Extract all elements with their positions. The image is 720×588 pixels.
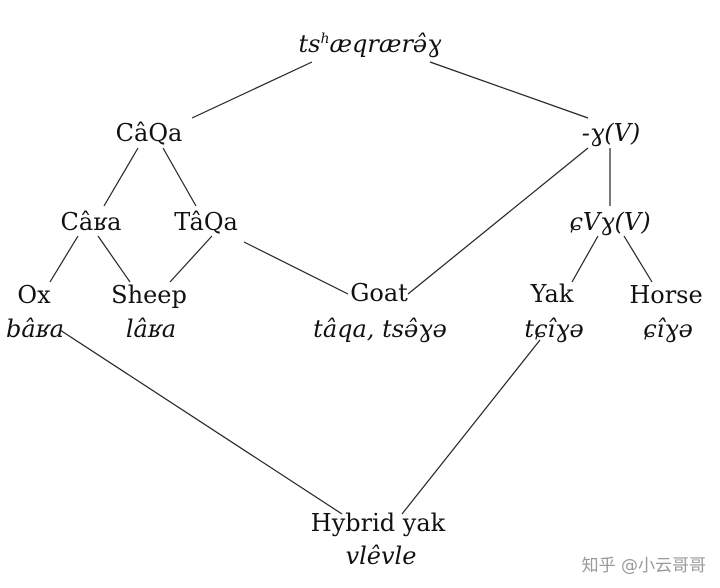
node-horse-form: ɕîɣə: [643, 315, 693, 343]
node-horse-label: Horse: [629, 281, 703, 309]
node-yak-label: Yak: [530, 280, 574, 308]
node-cvgv: ɕVɣ(V): [569, 208, 651, 236]
node-hybrid-label: Hybrid yak: [310, 509, 446, 537]
node-taqa: TâQa: [174, 208, 238, 236]
edge-root-gv: [429, 61, 589, 119]
node-root: tshæqrærə̂ɣ: [298, 32, 441, 56]
node-ox-form: bâʁa: [6, 315, 64, 343]
node-sheep-form: lâʁa: [125, 315, 177, 343]
edge-cvgv-horse: [623, 235, 653, 283]
node-sheep-label: Sheep: [111, 281, 187, 309]
node-hybrid-form: vlêvle: [345, 542, 417, 570]
edge-caqa-caka: [103, 147, 139, 207]
edge-ox-hybrid: [59, 329, 343, 515]
edge-caka-sheep: [97, 235, 131, 283]
node-caqa: CâQa: [115, 119, 183, 147]
node-gv: -ɣ(V): [581, 119, 641, 147]
node-goat-form: tâqa, tsə̂ɣə: [313, 315, 447, 343]
edge-caqa-taqa: [162, 147, 197, 207]
root-aspiration: h: [320, 31, 330, 47]
edge-yak-hybrid: [401, 339, 541, 515]
root-rest: æqrærə̂ɣ: [329, 30, 442, 58]
edge-taqa-sheep: [169, 235, 213, 283]
edge-taqa-goat: [243, 241, 349, 295]
edge-gv-goat: [407, 147, 589, 295]
edge-cvgv-yak: [571, 235, 599, 283]
node-goat-label: Goat: [350, 279, 408, 307]
edge-caka-ox: [49, 235, 79, 283]
node-ox-label: Ox: [17, 281, 51, 309]
node-yak-form: tɕîɣə: [524, 315, 584, 343]
root-base: ts: [298, 30, 321, 58]
edge-root-caqa: [191, 61, 313, 119]
node-caka: Câʁa: [60, 208, 122, 236]
watermark: 知乎 @小云哥哥: [581, 556, 706, 576]
